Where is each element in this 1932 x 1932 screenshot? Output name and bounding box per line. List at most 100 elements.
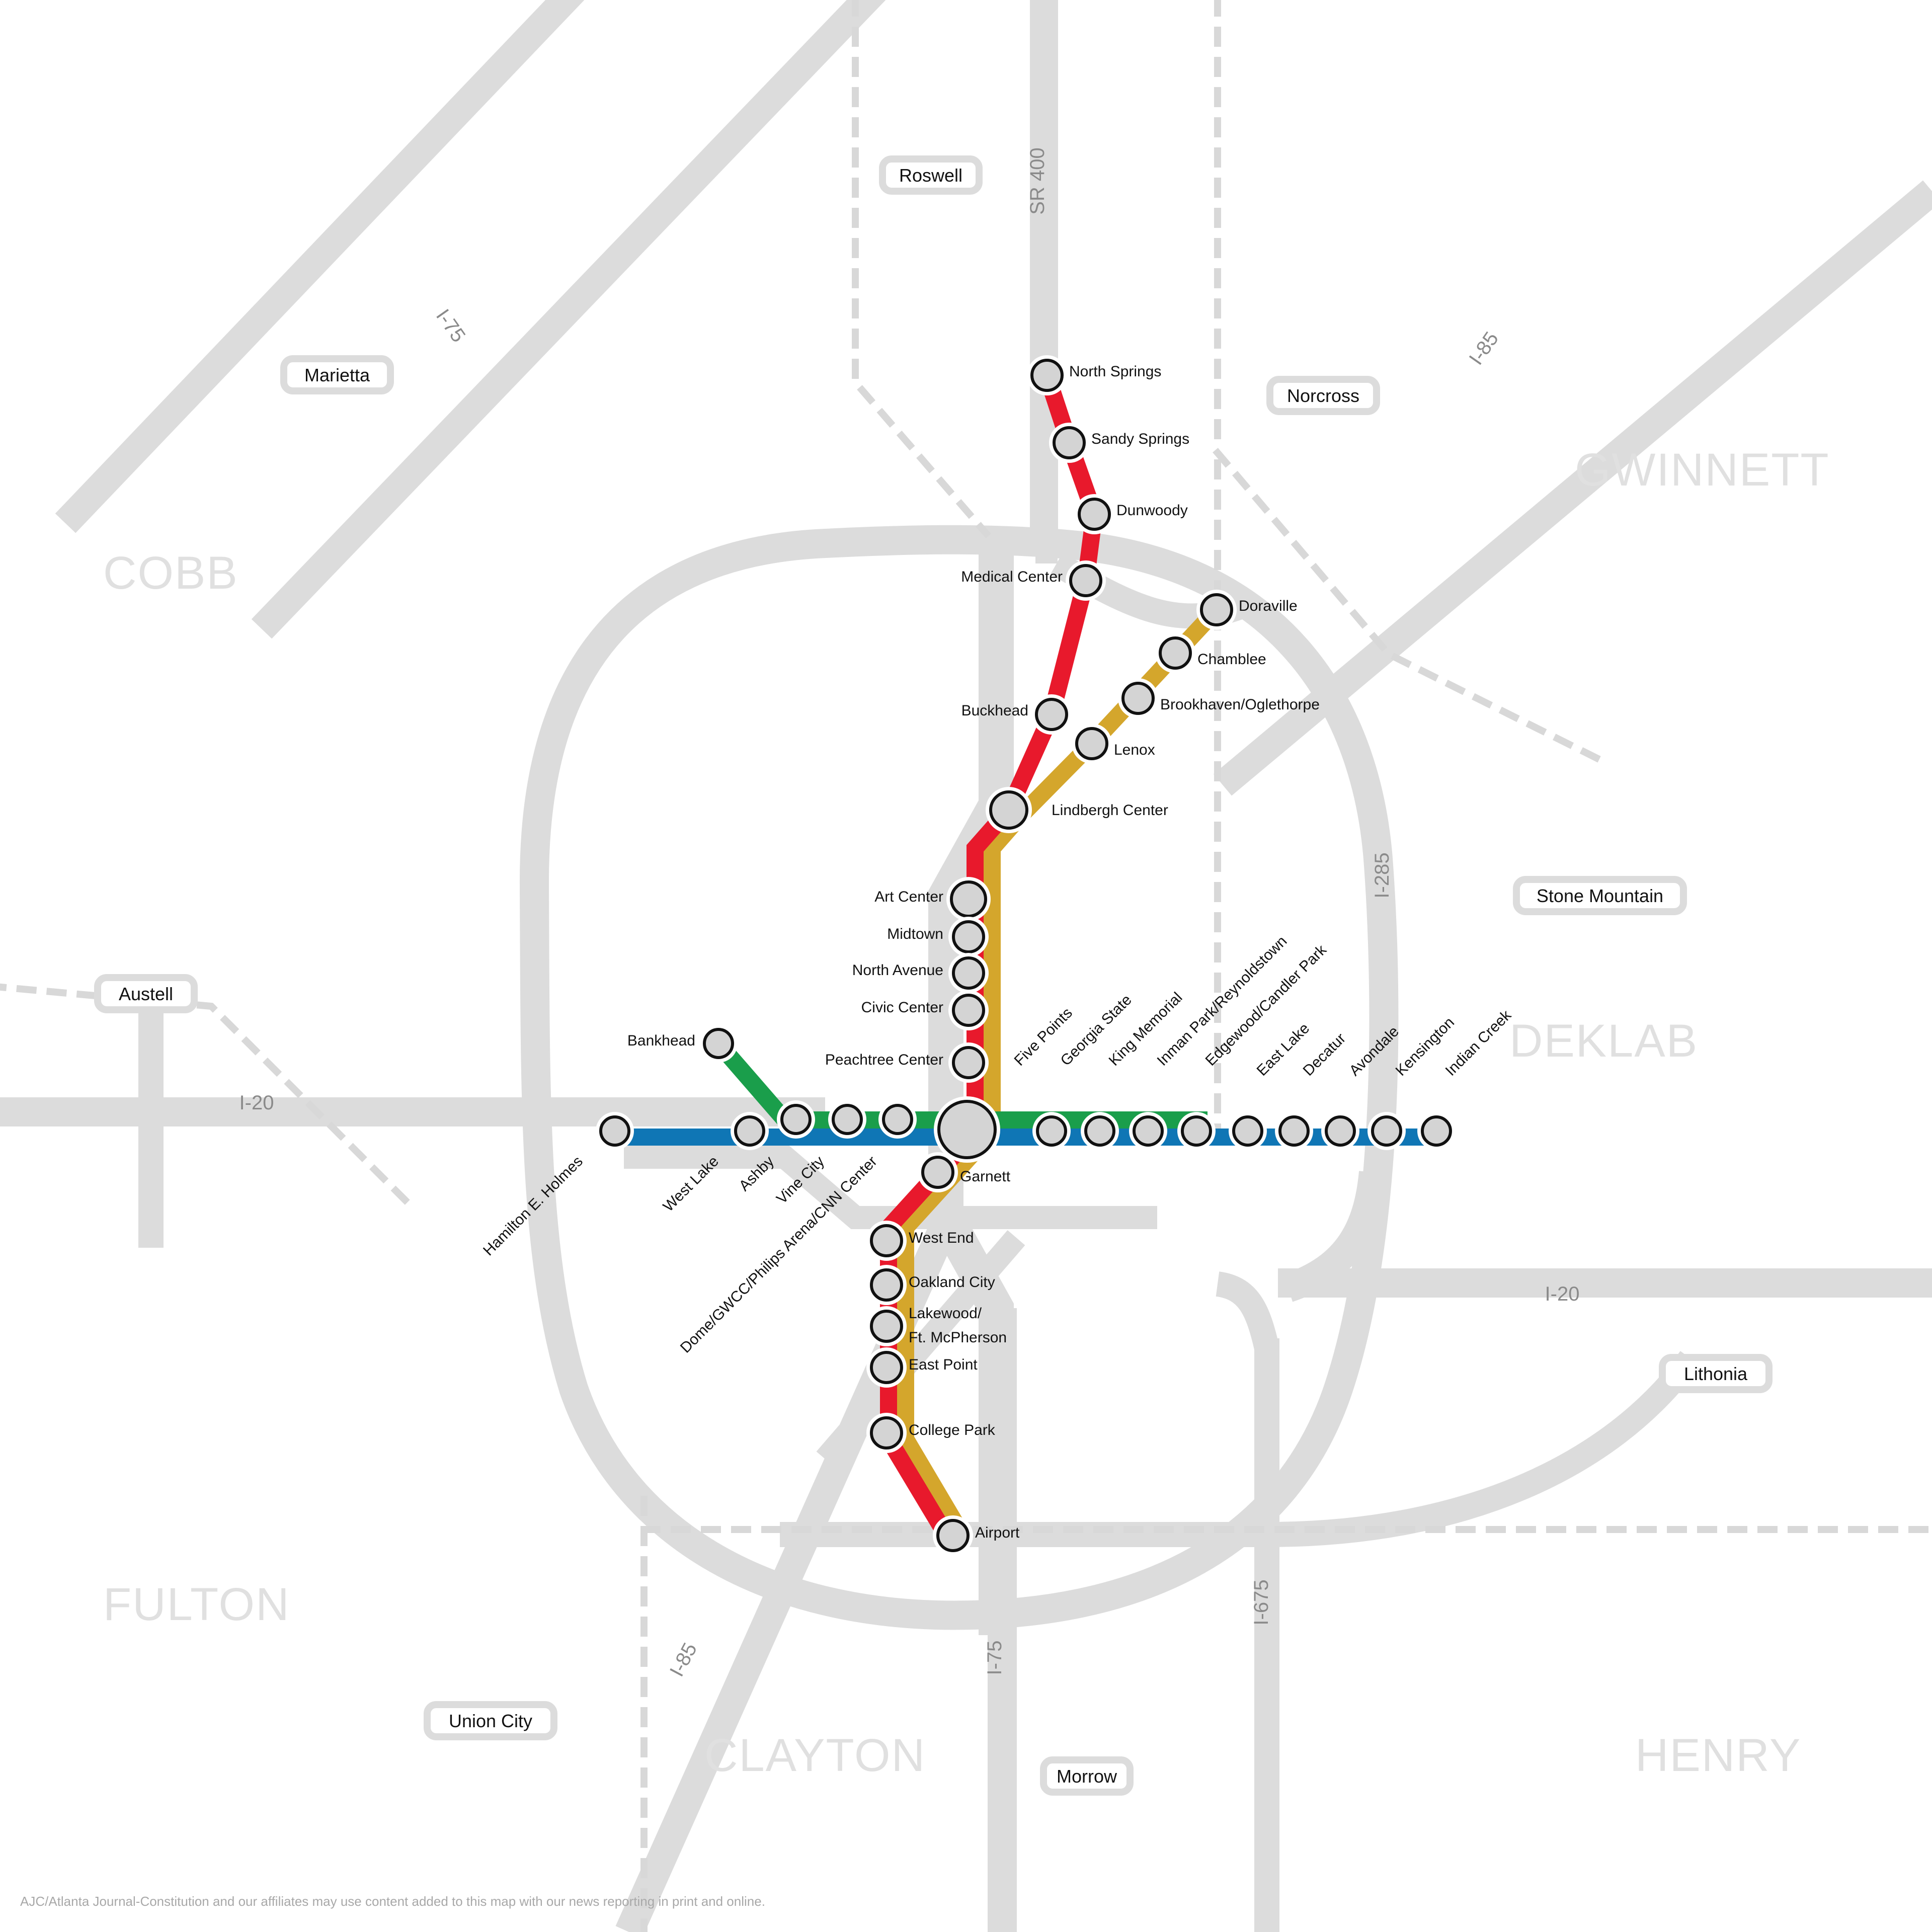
station-ft-mcpherson[interactable]: Ft. McPherson xyxy=(909,1329,1007,1346)
station-label: North Avenue xyxy=(852,962,943,979)
station-north-avenue[interactable]: North Avenue xyxy=(852,953,989,993)
station-label: Garnett xyxy=(960,1168,1011,1185)
station-dot xyxy=(832,1104,863,1135)
county-label-clayton: CLAYTON xyxy=(704,1730,926,1781)
station-buckhead[interactable]: Buckhead xyxy=(961,694,1072,735)
city-badge-lithonia[interactable]: Lithonia xyxy=(1659,1354,1773,1393)
station-dot xyxy=(599,1115,630,1147)
station-art-center[interactable]: Art Center xyxy=(874,877,991,921)
station-label: Medical Center xyxy=(961,569,1063,585)
station-dot xyxy=(870,1310,903,1343)
station-midtown[interactable]: Midtown xyxy=(887,917,989,957)
station-dunwoody[interactable]: Dunwoody xyxy=(1074,494,1188,534)
badge-label: Lithonia xyxy=(1684,1363,1748,1384)
station-dot xyxy=(1371,1115,1402,1147)
city-badge-morrow[interactable]: Morrow xyxy=(1040,1756,1134,1796)
highway-label-i-20: I-20 xyxy=(239,1092,274,1114)
map-footer-credit: AJC/Atlanta Journal-Constitution and our… xyxy=(20,1894,765,1909)
highway-label-i-20: I-20 xyxy=(1545,1283,1580,1305)
station-west-end[interactable]: West End xyxy=(866,1221,974,1261)
station-lindbergh-center[interactable]: Lindbergh Center xyxy=(986,787,1168,833)
station-oakland-city[interactable]: Oakland City xyxy=(866,1265,995,1305)
station-garnett[interactable]: Garnett xyxy=(918,1152,1011,1192)
city-badge-norcross[interactable]: Norcross xyxy=(1266,376,1380,415)
station-dot xyxy=(1278,1115,1310,1147)
station-east-point[interactable]: East Point xyxy=(866,1347,978,1388)
station-label: Civic Center xyxy=(861,999,943,1016)
station-label: Airport xyxy=(975,1524,1020,1541)
station-medical-center[interactable]: Medical Center xyxy=(961,560,1106,601)
badge-label: Norcross xyxy=(1287,385,1359,406)
station-label: West End xyxy=(909,1230,974,1246)
station-label: Bankhead xyxy=(627,1032,695,1049)
station-label: Buckhead xyxy=(961,702,1028,719)
station-dot xyxy=(989,790,1028,830)
station-chamblee[interactable]: Chamblee xyxy=(1155,633,1266,673)
badge-frame xyxy=(1513,876,1687,915)
city-badge-roswell[interactable]: Roswell xyxy=(879,155,983,195)
city-badge-marietta[interactable]: Marietta xyxy=(280,355,394,394)
station-dot xyxy=(952,1046,985,1079)
station-dot xyxy=(1030,359,1064,392)
city-badge-austell[interactable]: Austell xyxy=(94,974,198,1013)
station-label: Midtown xyxy=(887,926,943,942)
highway-label-i-285: I-285 xyxy=(1371,852,1393,898)
station-dot xyxy=(882,1104,913,1135)
badge-frame xyxy=(1040,1756,1134,1796)
highway-label-i-75: I-75 xyxy=(984,1641,1006,1675)
station-label: Peachtree Center xyxy=(825,1052,943,1068)
station-bankhead[interactable]: Bankhead xyxy=(627,1024,738,1063)
station-brookhaven-oglethorpe[interactable]: Brookhaven/Oglethorpe xyxy=(1118,678,1320,718)
station-label: Art Center xyxy=(874,889,943,905)
badge-label: Morrow xyxy=(1057,1766,1117,1787)
station-dot xyxy=(936,1519,970,1552)
station-dot xyxy=(1181,1115,1212,1147)
station-dot xyxy=(1036,1115,1067,1147)
station-dot xyxy=(703,1028,734,1059)
station-label: Sandy Springs xyxy=(1091,431,1189,447)
station-dot xyxy=(1084,1115,1115,1147)
highway-label-sr-400: SR 400 xyxy=(1026,147,1049,214)
station-dot xyxy=(952,956,985,990)
station-peachtree-center[interactable]: Peachtree Center xyxy=(825,1042,989,1083)
station-dot xyxy=(952,994,985,1027)
station-dot xyxy=(870,1268,903,1302)
station-dot xyxy=(921,1156,954,1189)
station-dot xyxy=(1133,1115,1164,1147)
city-badge-union-city[interactable]: Union City xyxy=(424,1701,557,1740)
station-lakewood[interactable]: Lakewood/ xyxy=(866,1305,982,1346)
station-college-park[interactable]: College Park xyxy=(866,1413,996,1453)
station-label: Dunwoody xyxy=(1116,502,1188,519)
station-dot xyxy=(952,920,985,953)
station-doraville[interactable]: Doraville xyxy=(1196,590,1298,630)
station-dot xyxy=(1053,426,1086,459)
city-badge-stone-mountain[interactable]: Stone Mountain xyxy=(1513,876,1687,915)
station-sandy-springs[interactable]: Sandy Springs xyxy=(1049,423,1189,463)
badge-label: Union City xyxy=(449,1711,532,1731)
county-label-fulton: FULTON xyxy=(103,1579,290,1630)
station-label: Lindbergh Center xyxy=(1052,802,1168,819)
station-dot xyxy=(734,1115,765,1147)
badge-frame xyxy=(879,155,983,195)
county-label-deklab: DEKLAB xyxy=(1509,1015,1698,1067)
station-dot xyxy=(1232,1115,1263,1147)
station-dot xyxy=(870,1224,903,1257)
county-label-gwinnett: GWINNETT xyxy=(1575,444,1830,496)
station-label: College Park xyxy=(909,1422,996,1438)
station-label: North Springs xyxy=(1069,363,1161,380)
station-dot xyxy=(870,1416,903,1450)
station-airport[interactable]: Airport xyxy=(933,1515,1020,1556)
station-north-springs[interactable]: North Springs xyxy=(1027,355,1161,395)
badge-frame xyxy=(1659,1354,1773,1393)
county-label-cobb: COBB xyxy=(103,547,238,599)
station-label: Chamblee xyxy=(1197,651,1266,668)
station-lenox[interactable]: Lenox xyxy=(1072,723,1155,764)
station-label: Ft. McPherson xyxy=(909,1329,1007,1346)
station-civic-center[interactable]: Civic Center xyxy=(861,990,989,1030)
station-label: Doraville xyxy=(1239,598,1298,614)
